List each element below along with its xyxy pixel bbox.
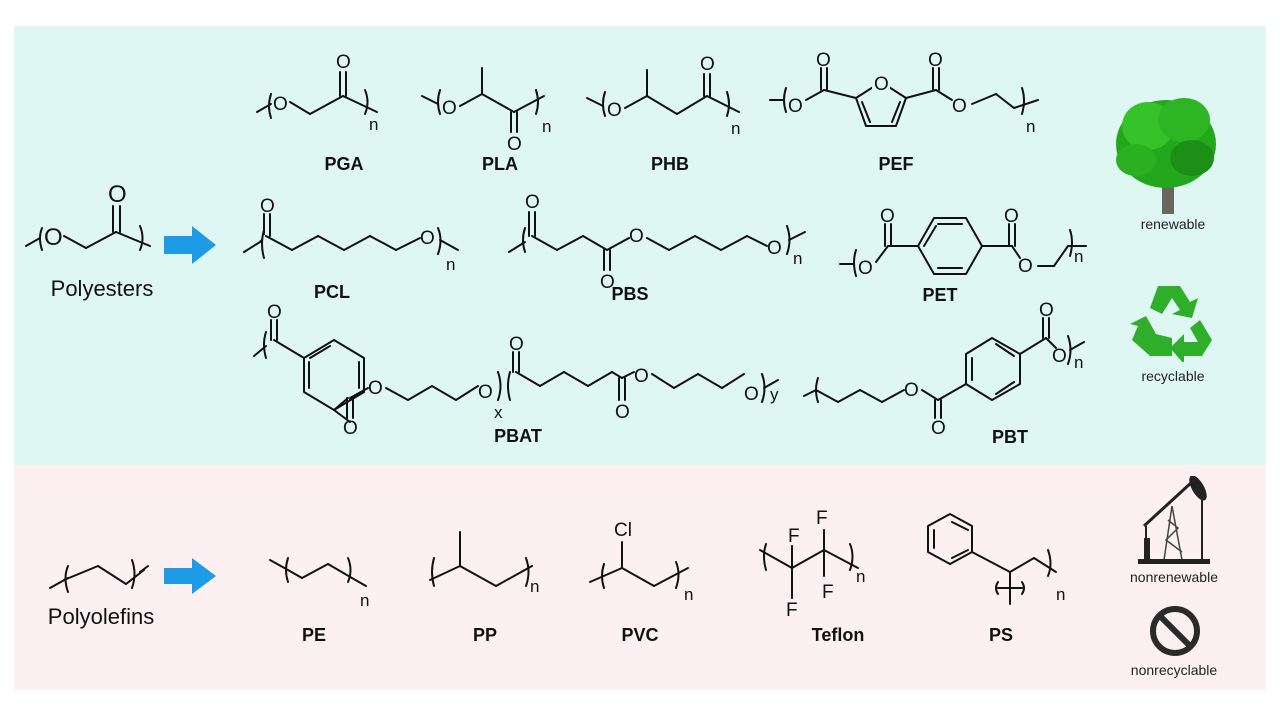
svg-text:n: n: [1074, 247, 1083, 266]
svg-text:O: O: [273, 94, 288, 115]
svg-text:O: O: [1018, 256, 1033, 277]
svg-text:O: O: [615, 402, 630, 423]
svg-text:n: n: [369, 115, 378, 134]
pga-label: PGA: [324, 154, 364, 174]
svg-text:O: O: [816, 50, 831, 71]
polyesters-class-label: Polyesters: [50, 276, 154, 301]
pbs-label: PBS: [611, 284, 649, 304]
svg-text:x: x: [494, 403, 503, 422]
svg-text:n: n: [731, 119, 740, 138]
svg-text:y: y: [770, 385, 779, 404]
renewable-label: renewable: [1140, 216, 1206, 232]
svg-text:O: O: [336, 52, 351, 73]
svg-text:O: O: [525, 192, 540, 213]
svg-text:O: O: [600, 272, 615, 293]
svg-text:O: O: [509, 334, 524, 355]
polyester-generic-structure: O O: [25, 181, 151, 251]
svg-text:O: O: [260, 196, 275, 217]
recyclable-label: recyclable: [1141, 368, 1205, 384]
ps-structure: n: [927, 513, 1065, 605]
svg-text:Cl: Cl: [614, 520, 632, 541]
svg-text:O: O: [442, 98, 457, 119]
svg-text:n: n: [1074, 353, 1083, 372]
svg-text:O: O: [368, 378, 383, 399]
svg-text:O: O: [788, 96, 803, 117]
pet-structure: O O O O n: [839, 206, 1087, 279]
svg-text:O: O: [343, 418, 358, 439]
svg-text:O: O: [700, 54, 715, 75]
svg-text:n: n: [1026, 117, 1035, 136]
svg-text:O: O: [44, 224, 63, 251]
svg-text:n: n: [1056, 585, 1065, 604]
svg-text:O: O: [744, 384, 759, 405]
phb-label: PHB: [650, 154, 690, 174]
svg-text:O: O: [1039, 300, 1054, 321]
arrow-right-icon: [164, 558, 216, 594]
svg-text:n: n: [530, 577, 539, 596]
pe-structure: n: [269, 557, 369, 610]
pbat-structure: O O O O x O O O O y: [253, 302, 779, 439]
svg-text:O: O: [858, 258, 873, 279]
svg-text:O: O: [874, 74, 889, 95]
svg-text:O: O: [904, 380, 919, 401]
pcl-structure: O O n: [243, 196, 459, 274]
pef-structure: O O O O O n: [769, 50, 1039, 136]
svg-text:O: O: [880, 206, 895, 227]
svg-text:F: F: [786, 600, 798, 621]
polyolefins-class-label: Polyolefins: [47, 604, 155, 629]
svg-text:O: O: [507, 134, 522, 155]
svg-text:O: O: [267, 302, 282, 323]
svg-text:n: n: [446, 255, 455, 274]
svg-text:O: O: [767, 238, 782, 259]
prohibited-icon: [1150, 606, 1200, 656]
nonrenewable-label: nonrenewable: [1130, 569, 1218, 585]
arrow-right-icon: [164, 226, 216, 264]
svg-text:n: n: [793, 249, 802, 268]
pp-structure: n: [429, 531, 539, 596]
svg-text:F: F: [788, 526, 800, 547]
pvc-label: PVC: [621, 625, 659, 645]
pcl-label: PCL: [314, 282, 350, 302]
oil-pump-icon: [1138, 476, 1210, 564]
svg-text:n: n: [542, 117, 551, 136]
pbt-structure: O O O O n: [803, 300, 1085, 439]
pvc-structure: Cl n: [589, 520, 693, 604]
svg-text:n: n: [684, 585, 693, 604]
svg-text:n: n: [856, 567, 865, 586]
pbt-label: PBT: [992, 427, 1028, 447]
svg-text:O: O: [1052, 346, 1067, 367]
svg-text:O: O: [478, 382, 493, 403]
svg-text:O: O: [108, 181, 127, 208]
pbs-structure: O O O O n: [508, 192, 806, 293]
svg-text:F: F: [822, 582, 834, 603]
tree-icon: [1116, 98, 1216, 214]
pef-label: PEF: [878, 154, 914, 174]
pp-label: PP: [472, 625, 498, 645]
svg-text:O: O: [1004, 206, 1019, 227]
svg-text:O: O: [931, 418, 946, 439]
svg-text:O: O: [629, 226, 644, 247]
polyolefin-generic-structure: [49, 559, 149, 593]
pla-structure: O O n: [421, 67, 551, 155]
recycle-icon: [1130, 286, 1212, 362]
svg-text:O: O: [928, 50, 943, 71]
svg-text:O: O: [952, 96, 967, 117]
svg-text:F: F: [816, 508, 828, 529]
pga-structure: O O n: [256, 52, 378, 134]
svg-text:n: n: [360, 591, 369, 610]
teflon-label: Teflon: [811, 625, 865, 645]
svg-text:O: O: [634, 366, 649, 387]
phb-structure: O O n: [586, 54, 740, 138]
pbat-label: PBAT: [494, 426, 542, 446]
svg-text:O: O: [420, 228, 435, 249]
nonrecyclable-label: nonrecyclable: [1130, 662, 1218, 678]
pla-label: PLA: [482, 154, 518, 174]
pet-label: PET: [922, 285, 958, 305]
teflon-structure: F F F F n: [759, 508, 865, 621]
pe-label: PE: [301, 625, 327, 645]
ps-label: PS: [988, 625, 1014, 645]
svg-text:O: O: [607, 100, 622, 121]
